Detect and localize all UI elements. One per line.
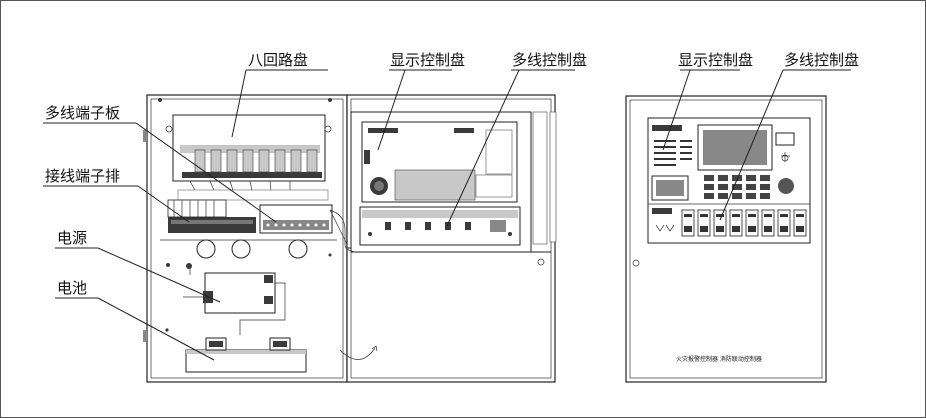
- label-front-multiline-control-panel: 多线控制盘: [784, 51, 859, 69]
- leader-lines: [43, 69, 851, 361]
- multiline-terminal-board: [259, 204, 333, 234]
- door-display-control-board: [361, 121, 518, 203]
- label-eight-loop-panel: 八回路盘: [248, 51, 308, 69]
- multiline-switch-modules: [681, 209, 807, 237]
- closed-cabinet-front-view: [625, 95, 827, 383]
- label-multiline-control-panel: 多线控制盘: [512, 51, 587, 69]
- keypad: [704, 175, 770, 199]
- label-display-control-panel: 显示控制盘: [390, 51, 465, 69]
- label-battery: 电池: [57, 279, 87, 297]
- cable-knockout: [196, 239, 216, 259]
- label-front-display-control-panel: 显示控制盘: [678, 51, 753, 69]
- door-lock: [632, 259, 640, 267]
- lcd-screen: [703, 130, 767, 165]
- eight-loop-panel: [165, 114, 332, 182]
- cabinet-nameplate: 火灾报警控制器 消防联动控制器: [676, 355, 762, 363]
- wiring-terminal-strip: [167, 199, 256, 233]
- label-wiring-terminal-strip: 接线端子排: [45, 167, 120, 185]
- open-door: [329, 94, 557, 383]
- speaker-grille: [778, 178, 794, 194]
- battery: [185, 337, 307, 373]
- door-multiline-control-board: [359, 206, 521, 246]
- label-multiline-terminal-board: 多线端子板: [45, 104, 120, 122]
- open-cabinet-view: [143, 94, 351, 383]
- cable-knockout: [288, 239, 308, 259]
- label-power-supply: 电源: [57, 229, 87, 247]
- cable-knockout: [231, 239, 251, 259]
